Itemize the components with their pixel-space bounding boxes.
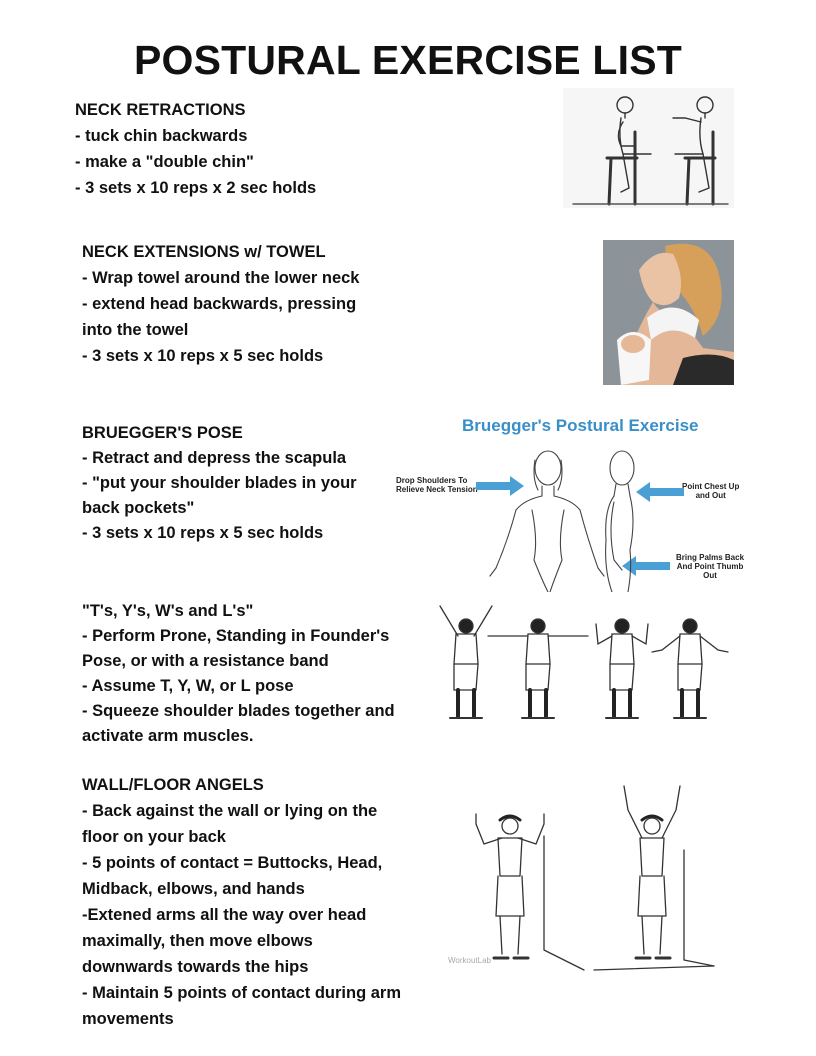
- figure-w-pose: [595, 618, 649, 719]
- section-tywl: "T's, Y's, W's and L's" - Perform Prone,…: [82, 599, 395, 749]
- section-heading: WALL/FLOOR ANGELS: [82, 776, 264, 794]
- section-line: -Extened arms all the way over head: [82, 906, 367, 924]
- section-line: - Retract and depress the scapula: [82, 449, 347, 467]
- section-line: - tuck chin backwards: [75, 127, 248, 145]
- page-title: POSTURAL EXERCISE LIST: [133, 37, 683, 83]
- figure-y-pose: [439, 605, 493, 719]
- section-heading: "T's, Y's, W's and L's": [82, 602, 254, 620]
- arrow-left-icon: [622, 556, 670, 576]
- section-line: into the towel: [82, 321, 189, 339]
- brueggers-diagram: Bruegger's Postural Exercise Drop Should…: [392, 410, 760, 592]
- label-drop-shoulders: Drop Shoulders To Relieve Neck Tension: [396, 476, 478, 494]
- label-line: Drop Shoulders To: [396, 476, 468, 485]
- section-line: - extend head backwards, pressing: [82, 295, 357, 313]
- section-line: - Wrap towel around the lower neck: [82, 269, 360, 287]
- section-line: movements: [82, 1010, 174, 1028]
- label-line: Point Chest Up: [682, 482, 740, 491]
- section-wall-floor-angels: WALL/FLOOR ANGELS - Back against the wal…: [82, 772, 401, 1032]
- section-line: downwards towards the hips: [82, 958, 309, 976]
- figure-l-pose: [651, 618, 729, 719]
- section-line: - "put your shoulder blades in your: [82, 474, 357, 492]
- watermark-text: WorkoutLab: [448, 956, 491, 965]
- section-line: Pose, or with a resistance band: [82, 652, 329, 670]
- section-line: back pockets": [82, 499, 195, 517]
- figure-t-pose: [487, 618, 589, 719]
- section-line: - Maintain 5 points of contact during ar…: [82, 984, 402, 1002]
- label-line: Relieve Neck Tension: [396, 485, 478, 494]
- neck-retraction-illustration: [563, 88, 734, 208]
- tywl-illustration: [430, 600, 735, 732]
- arrow-left-icon: [636, 482, 684, 502]
- label-line: Out: [703, 571, 717, 580]
- figure-angel-end: [593, 785, 715, 971]
- section-neck-extensions: NECK EXTENSIONS w/ TOWEL - Wrap towel ar…: [82, 239, 360, 369]
- label-point-chest: Point Chest Up and Out: [682, 482, 739, 500]
- wall-angels-illustration: WorkoutLab: [444, 780, 716, 976]
- section-brueggers-pose: BRUEGGER'S POSE - Retract and depress th…: [82, 421, 357, 546]
- section-heading: NECK EXTENSIONS w/ TOWEL: [82, 243, 326, 261]
- section-line: - make a "double chin": [75, 153, 254, 171]
- label-line: And Point Thumb: [676, 562, 744, 571]
- section-line: - Assume T, Y, W, or L pose: [82, 677, 294, 695]
- section-line: - 5 points of contact = Buttocks, Head,: [82, 854, 383, 872]
- section-line: - Squeeze shoulder blades together and: [82, 702, 395, 720]
- section-line: - Back against the wall or lying on the: [82, 802, 378, 820]
- label-line: Bring Palms Back: [676, 553, 745, 562]
- section-heading: NECK RETRACTIONS: [75, 101, 246, 119]
- arrow-right-icon: [476, 476, 524, 496]
- section-line: - 3 sets x 10 reps x 5 sec holds: [82, 524, 324, 542]
- section-line: Midback, elbows, and hands: [82, 880, 305, 898]
- section-heading: BRUEGGER'S POSE: [82, 424, 243, 442]
- neck-extension-photo: [603, 240, 734, 385]
- section-line: - 3 sets x 10 reps x 2 sec holds: [75, 179, 317, 197]
- section-line: - 3 sets x 10 reps x 5 sec holds: [82, 347, 324, 365]
- section-line: activate arm muscles.: [82, 727, 254, 745]
- brueggers-diagram-title: Bruegger's Postural Exercise: [462, 416, 699, 435]
- label-bring-palms: Bring Palms Back And Point Thumb Out: [676, 553, 744, 580]
- section-neck-retractions: NECK RETRACTIONS - tuck chin backwards -…: [75, 97, 316, 201]
- section-line: floor on your back: [82, 828, 226, 846]
- section-line: - Perform Prone, Standing in Founder's: [82, 627, 390, 645]
- figure-angel-start: [475, 813, 585, 971]
- label-line: and Out: [695, 491, 726, 500]
- section-line: maximally, then move elbows: [82, 932, 313, 950]
